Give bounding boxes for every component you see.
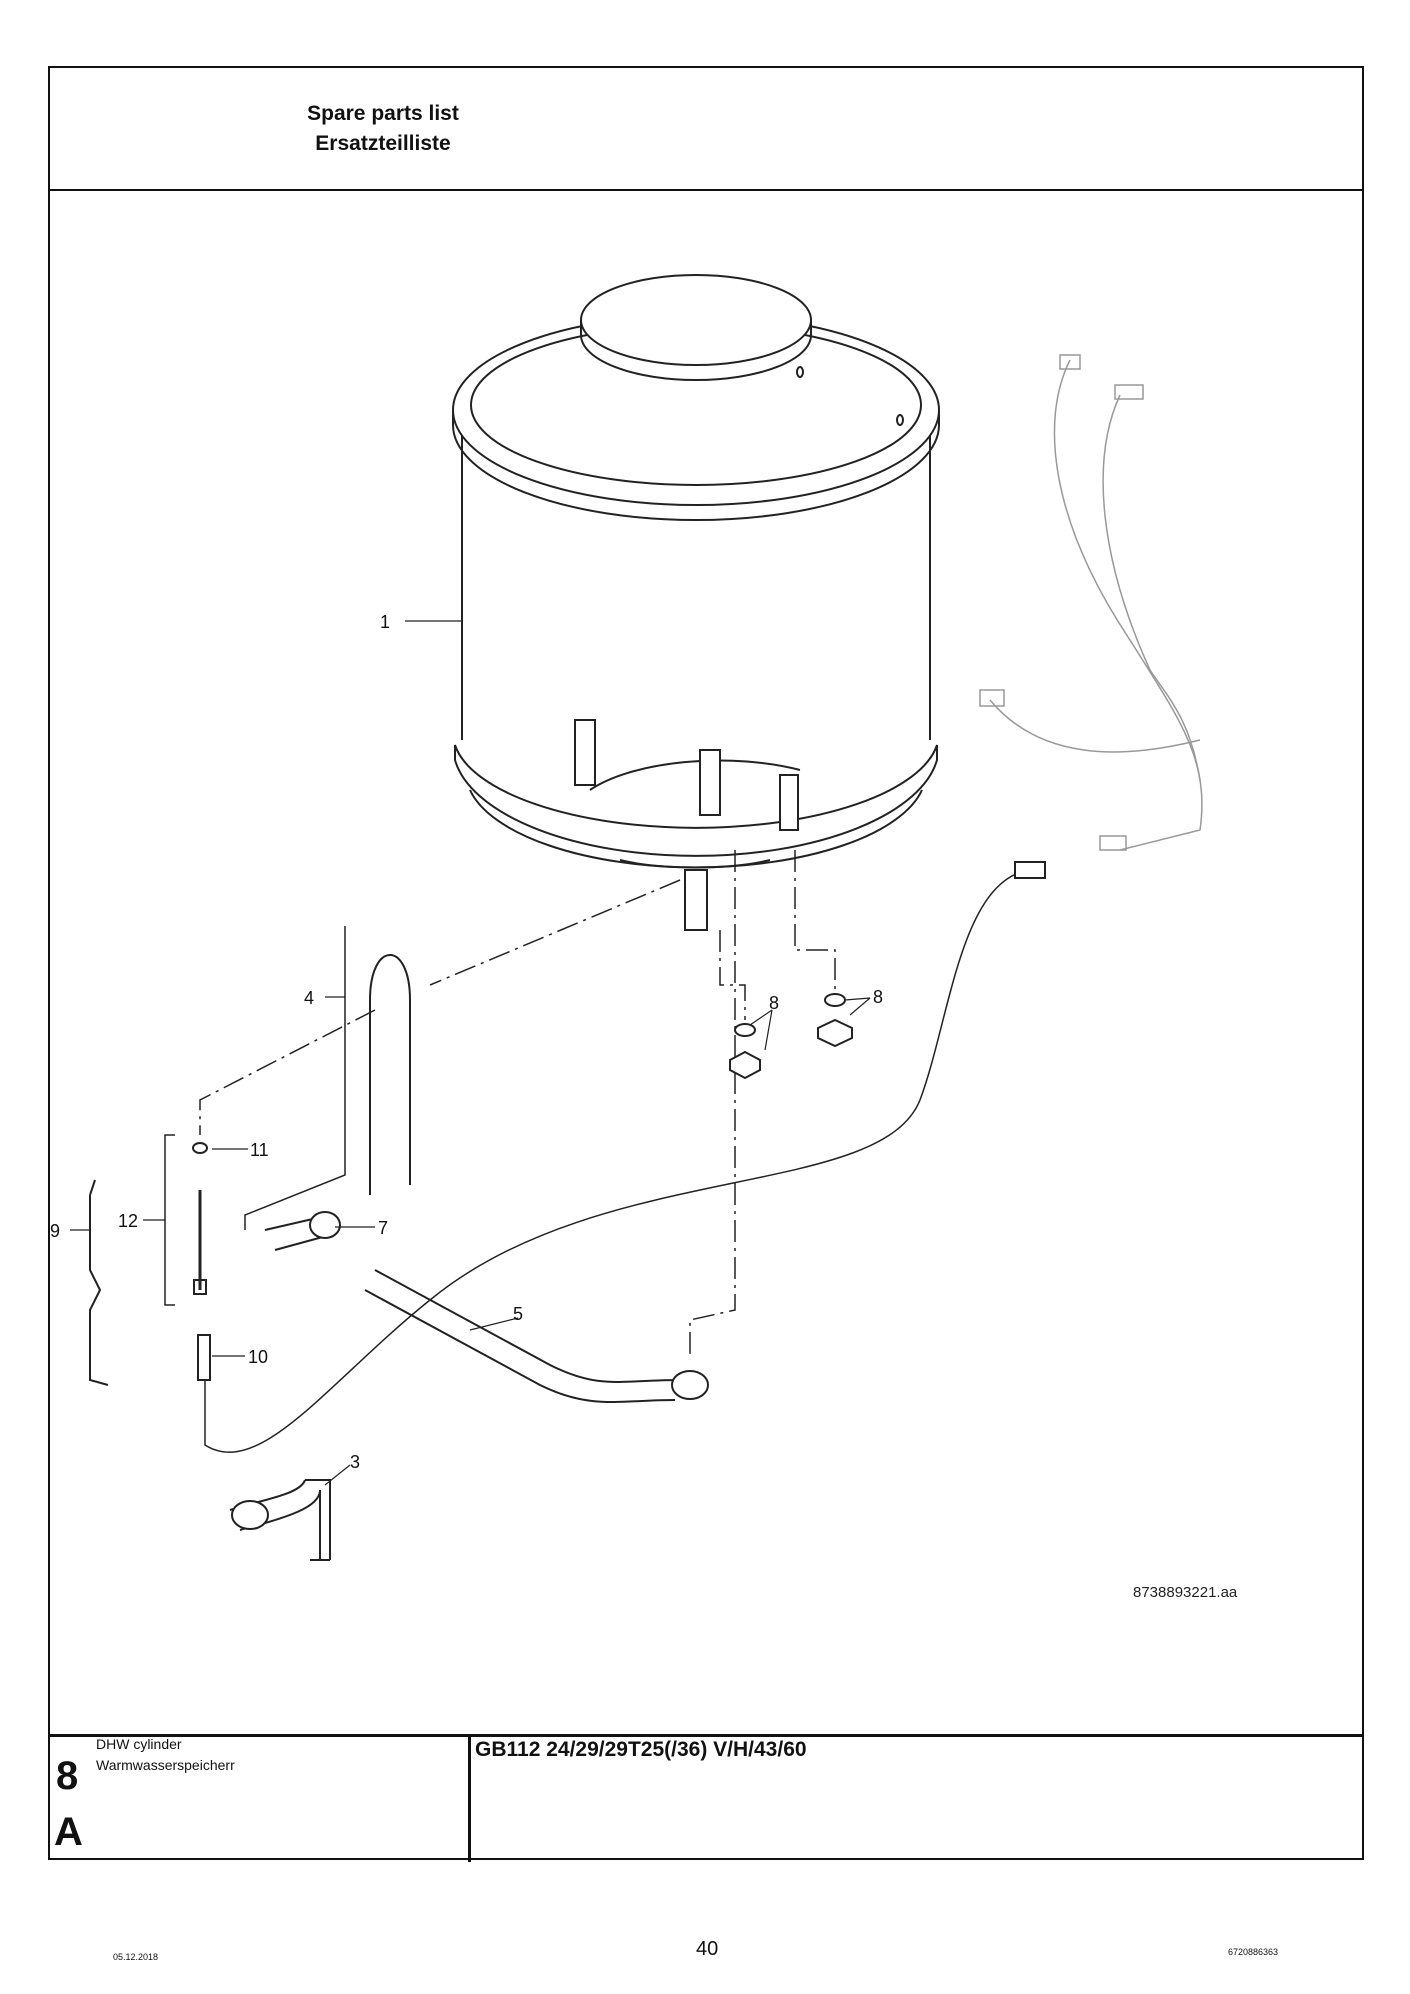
callouts: 1 3 4 5 7 8 8 9 10 11 12 [50,612,883,1472]
assembly-lines [199,850,836,1360]
cable-connector [1014,861,1046,879]
callout-10: 10 [248,1347,268,1367]
pipe-5 [364,1269,681,1403]
leader-lines [70,620,871,1486]
callout-5: 5 [513,1304,523,1324]
callout-12: 12 [118,1211,138,1231]
clip-9 [89,1179,109,1386]
pipe-3 [229,1479,331,1561]
callout-1: 1 [380,612,390,632]
titleblock-divider [48,1734,1364,1737]
sensor-cable [204,869,1031,1453]
title-en: Spare parts list [307,102,459,125]
footer-doc-number: 6720886363 [1228,1947,1279,1957]
footer-date: 05.12.2018 [113,1952,159,1962]
page-frame [48,66,1364,1860]
titleblock-column-divider [468,1734,471,1862]
callout-9: 9 [50,1221,60,1241]
model-designation: GB112 24/29/29T25(/36) V/H/43/60 [475,1738,807,1761]
callout-8b: 8 [873,987,883,1007]
callout-3: 3 [350,1452,360,1472]
header-divider [48,189,1364,191]
callout-8a: 8 [769,993,779,1013]
drawing-reference: 8738893221.aa [1133,1584,1238,1601]
hose-4 [369,954,411,1195]
title-de: Ersatzteilliste [315,132,451,155]
page-number: 40 [696,1938,719,1960]
callout-7: 7 [378,1218,388,1238]
section-name-de: Warmwasserspeicherr [96,1757,235,1773]
sensor-10 [197,1334,211,1381]
section-number: 8 [56,1754,79,1798]
section-name-en: DHW cylinder [96,1736,182,1752]
callout-4: 4 [304,988,314,1008]
section-letter: A [54,1810,83,1854]
wiring-harness [979,354,1203,851]
callout-11: 11 [250,1140,269,1160]
dhw-cylinder [452,274,940,931]
